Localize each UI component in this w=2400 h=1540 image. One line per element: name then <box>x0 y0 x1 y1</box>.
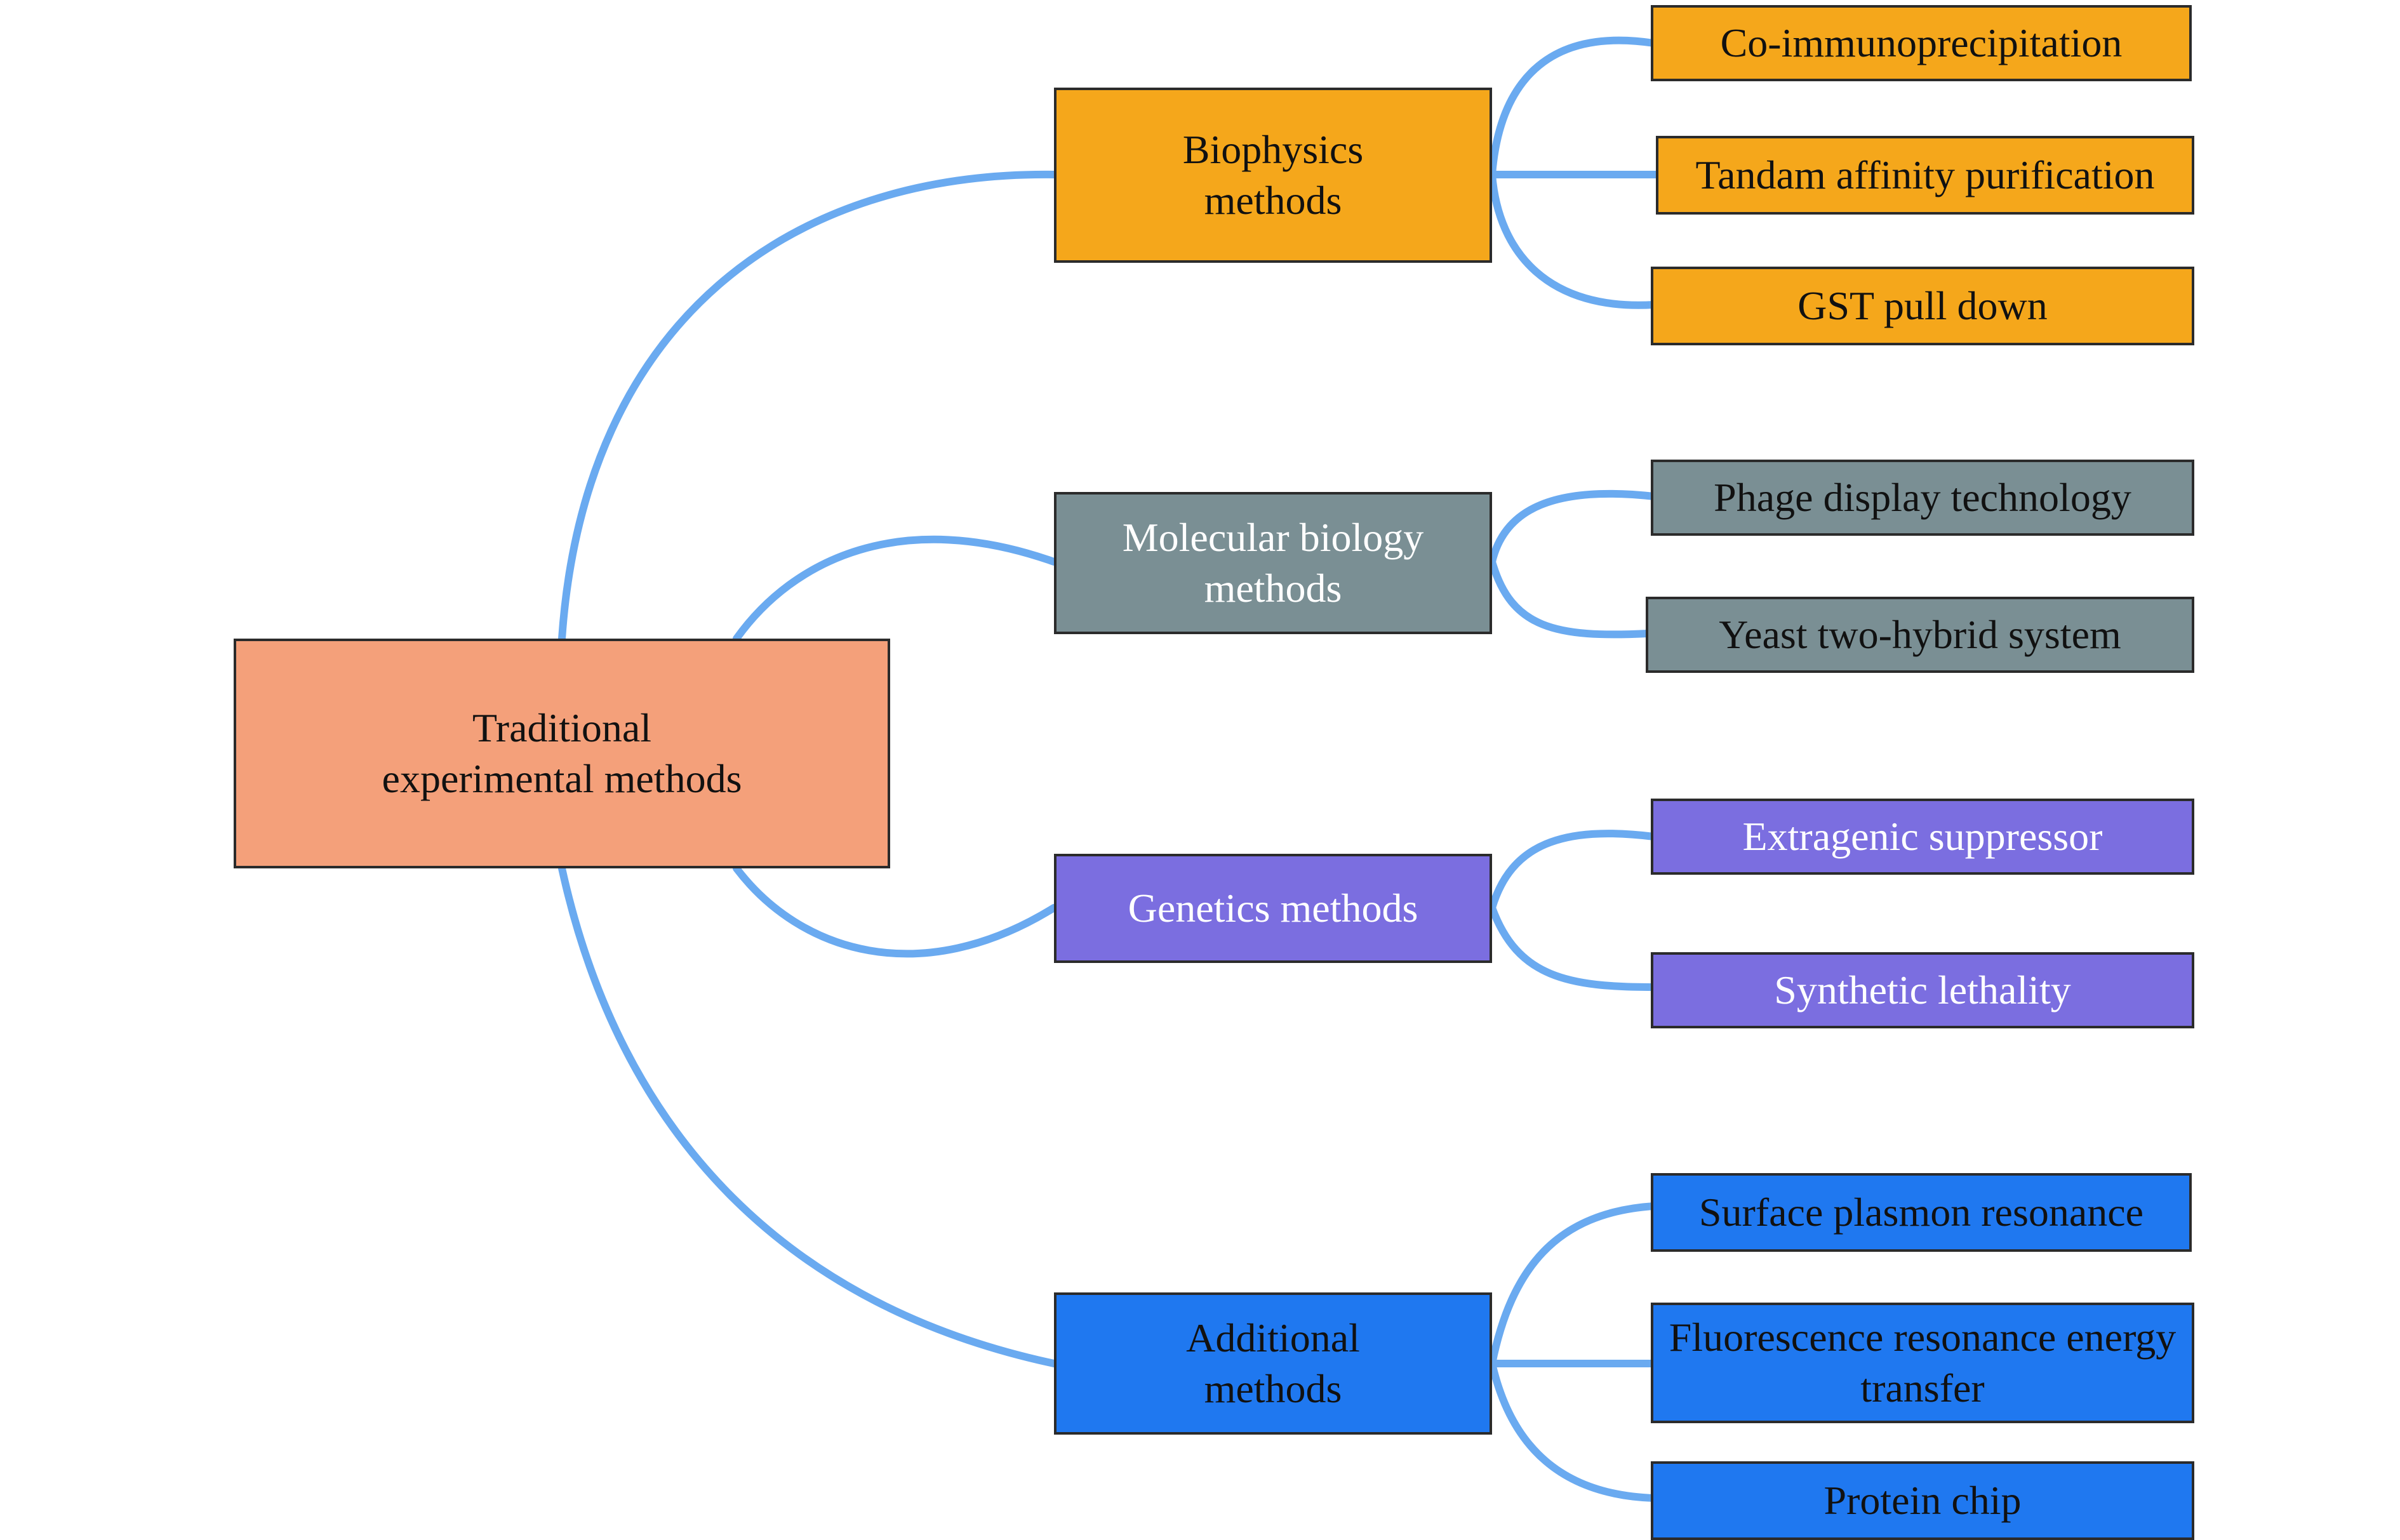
leaf-node-gst-pull-down: GST pull down <box>1651 267 2194 345</box>
leaf-label: GST pull down <box>1797 283 2048 328</box>
category-node-biophysics: Biophysics methods <box>1054 88 1492 263</box>
leaf-label: Co-immunoprecipitation <box>1720 20 2123 65</box>
leaf-node-phage-display-technology: Phage display technology <box>1651 460 2194 536</box>
connector-additional-spr <box>1488 1202 1658 1367</box>
leaf-node-co-immunoprecipitation: Co-immunoprecipitation <box>1651 5 2192 81</box>
root-label-line2: experimental methods <box>382 756 742 801</box>
leaf-node-fluorescence-resonance-energy-transfer: Fluorescence resonance energy transfer <box>1651 1303 2194 1423</box>
connector-root-additional <box>558 865 1058 1367</box>
leaf-label: Surface plasmon resonance <box>1698 1190 2144 1235</box>
category-node-molecular-biology: Molecular biology methods <box>1054 492 1492 634</box>
category-label-line1: Genetics methods <box>1128 886 1418 931</box>
root-node-traditional-experimental-methods: Traditional experimental methods <box>234 639 890 868</box>
leaf-node-yeast-two-hybrid-system: Yeast two-hybrid system <box>1646 597 2194 673</box>
connector-root-molecular <box>733 535 1058 642</box>
category-label-line2: methods <box>1204 566 1342 611</box>
category-node-genetics: Genetics methods <box>1054 854 1492 963</box>
leaf-node-surface-plasmon-resonance: Surface plasmon resonance <box>1651 1173 2192 1252</box>
leaf-label: Synthetic lethality <box>1774 967 2071 1012</box>
leaf-node-protein-chip: Protein chip <box>1651 1461 2194 1540</box>
connector-root-genetics <box>733 865 1058 958</box>
connector-molecular-phage <box>1488 489 1658 566</box>
leaf-node-synthetic-lethality: Synthetic lethality <box>1651 952 2194 1028</box>
leaf-label: Yeast two-hybrid system <box>1719 612 2121 657</box>
connector-root-biophysics <box>558 170 1058 642</box>
category-label-line1: Molecular biology <box>1122 515 1424 560</box>
leaf-node-tandam-affinity-purification: Tandam affinity purification <box>1656 136 2194 215</box>
leaf-label: Protein chip <box>1823 1478 2022 1523</box>
leaf-node-extragenic-suppressor: Extragenic suppressor <box>1651 799 2194 875</box>
leaf-label: Tandam affinity purification <box>1695 152 2155 197</box>
leaf-label-line2: transfer <box>1860 1365 1985 1411</box>
category-label-line2: methods <box>1204 1366 1342 1411</box>
connector-genetics-extragenic <box>1488 830 1658 912</box>
leaf-label: Phage display technology <box>1714 475 2131 520</box>
leaf-label-line1: Fluorescence resonance energy <box>1669 1315 2177 1360</box>
connector-biophysics-gst <box>1488 171 1658 309</box>
connector-genetics-synthetic <box>1488 904 1658 991</box>
connector-additional-chip <box>1488 1360 1658 1502</box>
connector-molecular-yeast <box>1488 558 1651 639</box>
category-label-line1: Biophysics <box>1182 127 1364 172</box>
category-label-line2: methods <box>1204 178 1342 223</box>
category-label-line1: Additional <box>1186 1315 1360 1360</box>
category-node-additional: Additional methods <box>1054 1292 1492 1435</box>
connector-biophysics-coip <box>1488 36 1658 178</box>
leaf-label: Extragenic suppressor <box>1742 814 2103 859</box>
root-label-line1: Traditional <box>472 705 652 750</box>
